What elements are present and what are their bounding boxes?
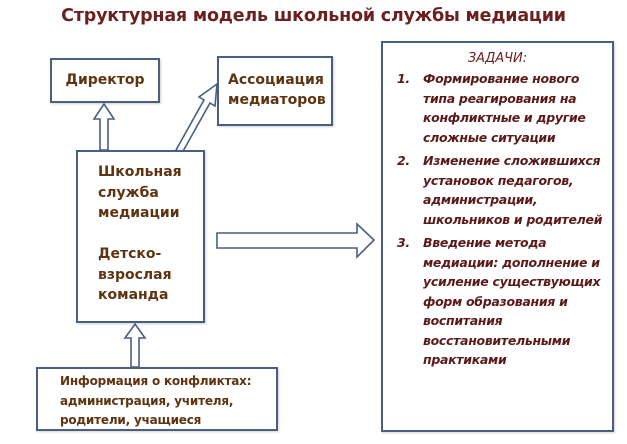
arrow-info-to-school (123, 322, 147, 368)
task-item: 1. Формирование нового типа реагирования… (397, 69, 606, 147)
association-line: медиаторов (228, 92, 326, 108)
node-director: Директор (50, 58, 160, 103)
school-service-line: медиации (98, 205, 180, 221)
team-line: команда (98, 287, 169, 303)
arrow-school-to-association (174, 82, 218, 155)
node-tasks: ЗАДАЧИ: 1. Формирование нового типа реаг… (381, 41, 614, 432)
arrow-school-to-director (92, 102, 116, 151)
task-number: 3. (397, 235, 410, 250)
task-item: 3. Введение метода медиации: дополнение … (397, 233, 606, 370)
info-line: родители, учащиеся (60, 413, 202, 427)
association-line: Ассоциация (228, 72, 324, 88)
team-line: взрослая (98, 266, 172, 283)
school-service-line: Школьная (98, 164, 182, 180)
task-number: 2. (397, 153, 410, 168)
info-line: администрация, учителя, (60, 393, 234, 408)
node-association: Ассоциация медиаторов (217, 56, 333, 126)
task-text: Изменение сложившихся установок педагого… (423, 153, 603, 227)
task-text: Формирование нового типа реагирования на… (423, 71, 586, 145)
task-item: 2. Изменение сложившихся установок педаг… (397, 151, 606, 229)
school-service-line: служба (98, 184, 159, 201)
arrow-school-to-tasks (216, 222, 376, 259)
node-school-service: Школьная служба медиации Детско- взросла… (76, 150, 205, 323)
node-association-label: Ассоциация медиаторов (228, 70, 326, 110)
info-line: Информация о конфликтах: (60, 374, 252, 388)
node-director-label: Директор (65, 72, 145, 88)
task-number: 1. (397, 71, 410, 86)
task-text: Введение метода медиации: дополнение и у… (423, 235, 601, 367)
node-school-service-label: Школьная служба медиации Детско- взросла… (98, 162, 182, 306)
tasks-list: 1. Формирование нового типа реагирования… (397, 69, 606, 374)
node-conflict-info-label: Информация о конфликтах: администрация, … (60, 372, 252, 431)
team-line: Детско- (98, 246, 162, 262)
tasks-heading: ЗАДАЧИ: (467, 51, 528, 66)
diagram-title: Структурная модель школьной службы медиа… (61, 6, 566, 26)
node-conflict-info: Информация о конфликтах: администрация, … (36, 367, 278, 431)
